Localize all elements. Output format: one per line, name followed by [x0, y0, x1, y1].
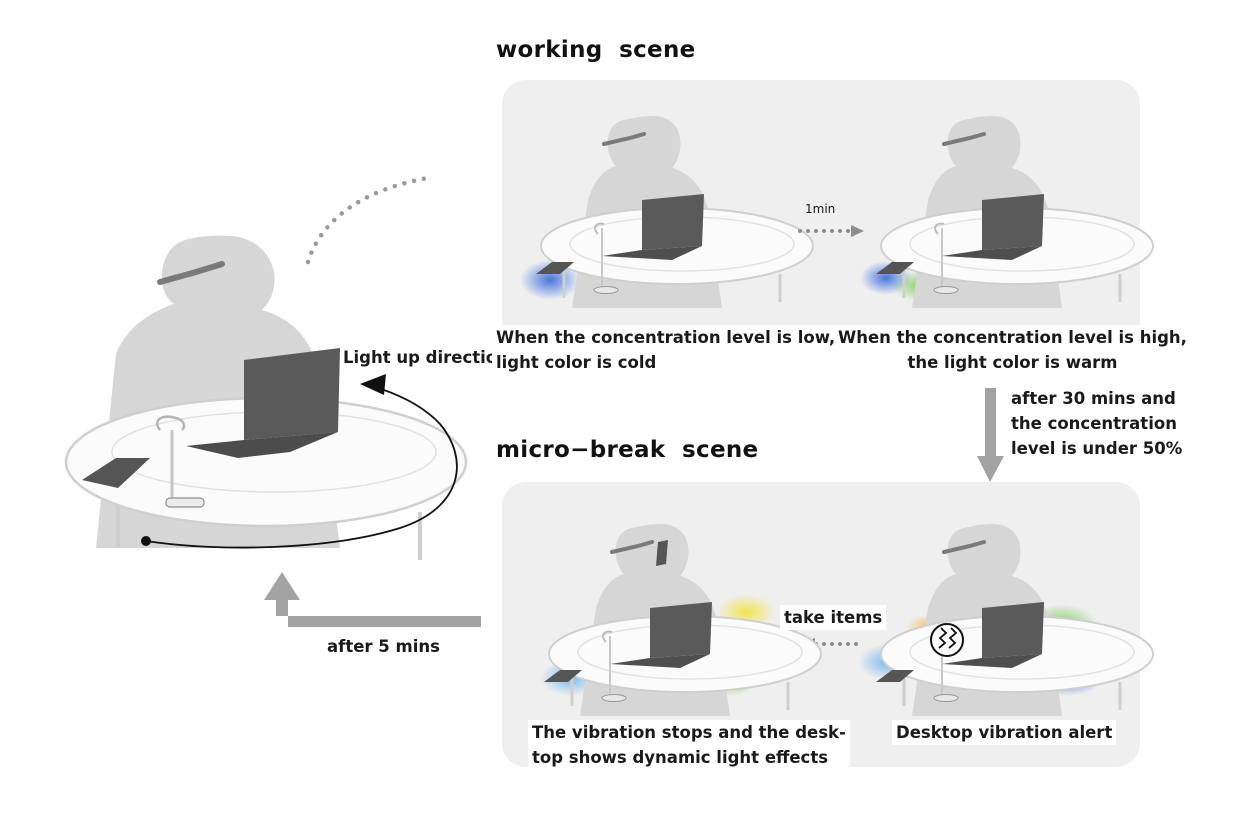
- main-phone: [82, 458, 150, 488]
- micro-break-step-2-caption: The vibration stops and the desk- top sh…: [528, 720, 850, 770]
- working-step-1-caption-line-1: When the concentration level is low, the: [496, 328, 872, 347]
- micro-break-step-2-caption-line-1: The vibration stops and the desk-: [532, 723, 846, 742]
- to-break-condition-line-2: the concentration: [1011, 414, 1177, 433]
- one-minute-label: 1min: [805, 202, 836, 216]
- working-step-2-caption: When the concentration level is high, th…: [834, 325, 1191, 375]
- micro-break-step-1-figure: [858, 522, 1155, 718]
- micro-break-step-2-figure: [540, 522, 823, 718]
- working-scene-title: working scene: [496, 37, 696, 63]
- light-direction-curve: [141, 374, 458, 549]
- dotted-arc: [305, 175, 431, 265]
- micro-break-step-2-caption-line-2: top shows dynamic light effects: [532, 748, 829, 767]
- one-minute-arrow: [798, 225, 864, 237]
- return-label: after 5 mins: [327, 637, 440, 656]
- down-arrow: [977, 388, 1004, 482]
- micro-break-scene-title: micro−break scene: [496, 437, 759, 463]
- micro-break-step-1-caption: Desktop vibration alert: [892, 720, 1117, 745]
- main-laptop: [186, 348, 340, 458]
- working-scene-step-1-figure: [520, 114, 815, 310]
- take-items-label: take items: [780, 605, 887, 630]
- working-step-1-caption: When the concentration level is low, the…: [492, 325, 876, 375]
- to-break-condition: after 30 mins and the concentration leve…: [1011, 386, 1182, 461]
- to-break-condition-line-1: after 30 mins and: [1011, 389, 1176, 408]
- working-step-1-caption-line-2: light color is cold: [496, 353, 657, 372]
- vibration-icon: [930, 623, 964, 657]
- return-arrow: [264, 572, 481, 627]
- light-up-direction-label: Light up direction: [343, 348, 509, 367]
- working-step-2-caption-line-1: When the concentration level is high,: [838, 328, 1187, 347]
- to-break-condition-line-3: level is under 50%: [1011, 439, 1183, 458]
- main-lamp: [155, 415, 205, 508]
- working-scene-step-2-figure: [860, 114, 1155, 310]
- working-step-2-caption-line-2: the light color is warm: [907, 353, 1118, 372]
